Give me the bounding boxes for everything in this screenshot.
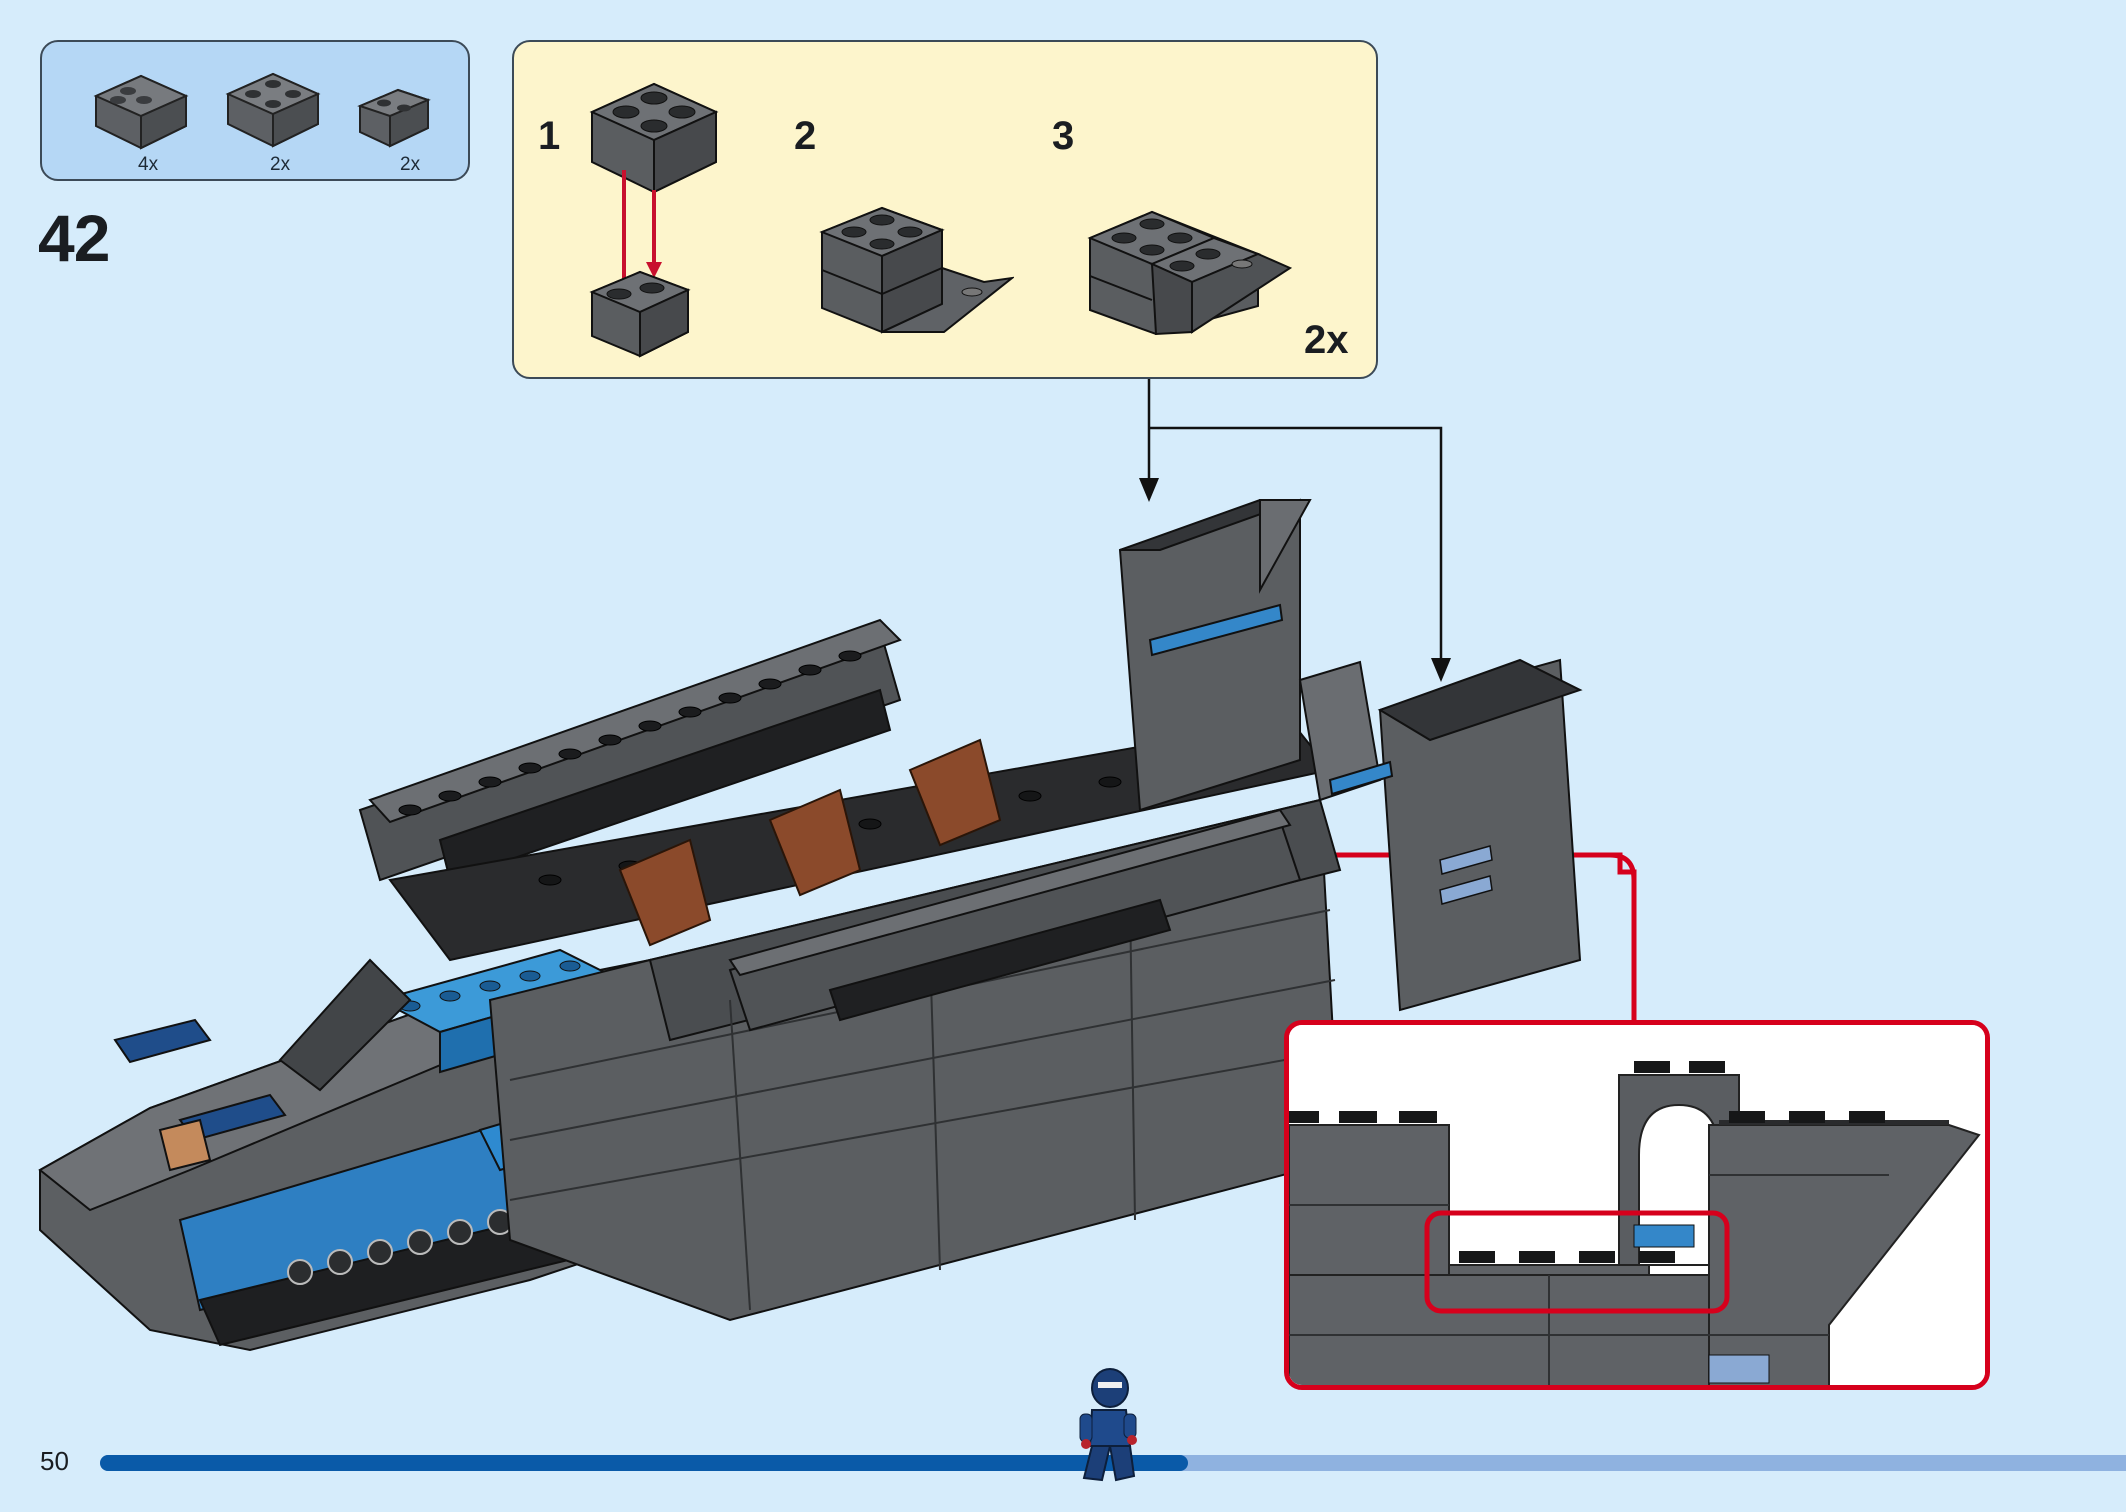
part-brick-2x2: 2x: [218, 56, 328, 176]
highlight-frame: [1424, 1210, 1730, 1314]
substep-label-3: 3: [1052, 114, 1075, 158]
part-brick-1x2: 2x: [348, 56, 458, 176]
brick-1x2-icon: [357, 88, 431, 148]
substeps-box: 1 2 3: [512, 40, 1378, 379]
step-number: 42: [38, 201, 110, 275]
substep-2-illustration: [819, 206, 1014, 334]
part-quantity: 2x: [270, 154, 291, 175]
brick-2x2-icon: [225, 72, 321, 148]
detail-callout-illustration: [1289, 1025, 1985, 1385]
minifigure-icon: [1079, 1368, 1137, 1482]
substep-label-1: 1: [538, 114, 561, 158]
substep-1-illustration: [589, 82, 719, 358]
substep-multiplier: 2x: [1304, 318, 1349, 362]
page-number: 50: [40, 1446, 69, 1476]
slope-brick-icon: [93, 74, 189, 150]
model-illustration: [38, 498, 1583, 1352]
part-slope-brick: 4x: [86, 56, 196, 176]
part-quantity: 2x: [400, 154, 421, 175]
substep-3-illustration: [1087, 210, 1293, 336]
arrow-down-icon: [1139, 478, 1159, 502]
arrow-down-icon: [1431, 658, 1451, 682]
part-quantity: 4x: [138, 154, 159, 175]
build-progress-fill: [100, 1455, 1188, 1471]
detail-callout: [1284, 1020, 1990, 1390]
parts-list-box: 4x 2x 2x: [40, 40, 470, 181]
substep-label-2: 2: [794, 114, 817, 158]
